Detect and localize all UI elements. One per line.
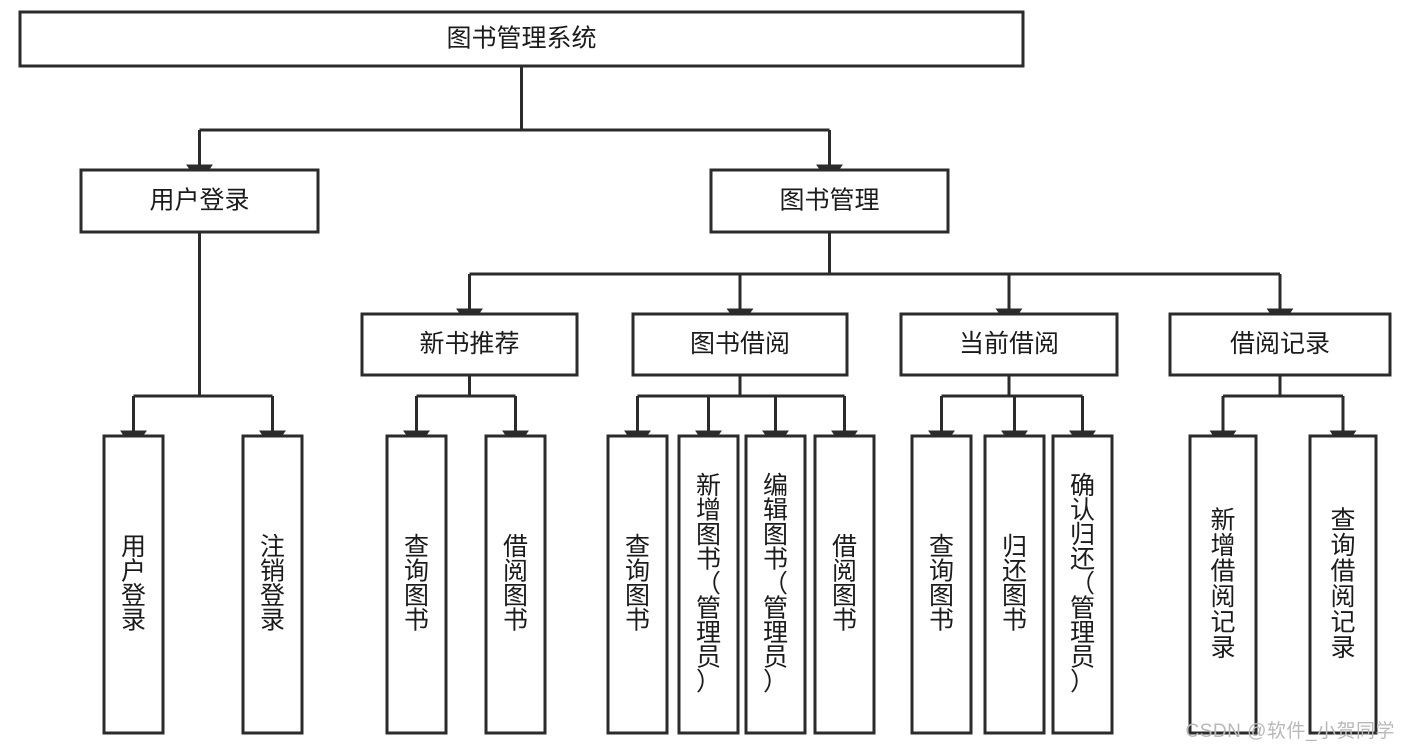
node-root[interactable]: 图书管理系统 [18,10,1025,68]
node-label-leaf-query-book-3: 查询图书 [929,533,954,634]
node-box-current-borrow [899,312,1119,377]
connector-group-borrow-record [1209,375,1357,450]
node-box-leaf-borrow-book-1 [484,434,547,735]
node-label-leaf-logout: 注销登录 [260,533,285,634]
node-current-borrow[interactable]: 当前借阅 [899,312,1119,377]
node-box-user-login [79,168,320,234]
node-box-root [18,10,1025,68]
node-label-leaf-query-record: 查询借阅记录 [1330,507,1355,663]
node-leaf-query-book-2[interactable]: 查询图书 [606,434,669,735]
node-leaf-query-book-1[interactable]: 查询图书 [385,434,448,735]
node-box-book-borrow [631,312,849,377]
node-label-borrow-record: 借阅记录 [1230,330,1330,358]
node-book-manage[interactable]: 图书管理 [709,168,950,234]
node-leaf-query-book-3[interactable]: 查询图书 [910,434,973,735]
node-label-user-login: 用户登录 [149,187,249,215]
node-borrow-record[interactable]: 借阅记录 [1168,312,1392,377]
node-box-leaf-edit-book [744,434,807,735]
connector-group-user-login [120,232,286,450]
node-label-leaf-query-book-1: 查询图书 [404,533,429,634]
nodes-layer: 图书管理系统用户登录图书管理新书推荐图书借阅当前借阅借阅记录用户登录注销登录查询… [18,10,1392,735]
node-leaf-confirm-return[interactable]: 确认归还（管理员） [1051,434,1114,735]
node-box-leaf-query-book-3 [910,434,973,735]
node-box-leaf-user-login [102,434,165,735]
connector-group-current-borrow [928,375,1096,450]
node-leaf-borrow-book-1[interactable]: 借阅图书 [484,434,547,735]
node-box-leaf-add-book [677,434,740,735]
node-label-leaf-user-login: 用户登录 [121,533,146,634]
node-label-leaf-confirm-return: 确认归还（管理员） [1070,472,1095,696]
connector-group-book-borrow [624,375,858,450]
node-new-book-rec[interactable]: 新书推荐 [360,312,579,377]
node-box-new-book-rec [360,312,579,377]
node-leaf-add-record[interactable]: 新增借阅记录 [1188,434,1258,735]
node-label-leaf-return-book: 归还图书 [1002,533,1027,634]
node-book-borrow[interactable]: 图书借阅 [631,312,849,377]
node-box-leaf-return-book [983,434,1046,735]
node-leaf-logout[interactable]: 注销登录 [241,434,304,735]
node-box-leaf-add-record [1188,434,1258,735]
node-label-new-book-rec: 新书推荐 [419,330,519,358]
node-box-leaf-confirm-return [1051,434,1114,735]
node-label-leaf-add-record: 新增借阅记录 [1210,507,1235,663]
node-leaf-add-book[interactable]: 新增图书（管理员） [677,434,740,735]
node-leaf-borrow-book-2[interactable]: 借阅图书 [813,434,876,735]
node-leaf-query-record[interactable]: 查询借阅记录 [1308,434,1378,735]
node-box-leaf-query-book-2 [606,434,669,735]
node-label-leaf-edit-book: 编辑图书（管理员） [763,472,788,696]
node-user-login[interactable]: 用户登录 [79,168,320,234]
node-leaf-edit-book[interactable]: 编辑图书（管理员） [744,434,807,735]
node-label-leaf-borrow-book-1: 借阅图书 [503,533,528,634]
node-label-root: 图书管理系统 [446,25,596,53]
node-box-leaf-query-book-1 [385,434,448,735]
connector-group-book-manage [456,232,1294,328]
node-label-book-borrow: 图书借阅 [690,330,790,358]
connectors-layer [120,66,1357,450]
node-box-leaf-query-record [1308,434,1378,735]
node-leaf-return-book[interactable]: 归还图书 [983,434,1046,735]
node-box-book-manage [709,168,950,234]
node-box-leaf-logout [241,434,304,735]
connector-group-new-book-rec [403,375,529,450]
node-box-borrow-record [1168,312,1392,377]
node-label-leaf-borrow-book-2: 借阅图书 [832,533,857,634]
node-label-leaf-add-book: 新增图书（管理员） [696,472,721,696]
node-label-book-manage: 图书管理 [779,187,879,215]
connector-group-root [186,66,843,184]
node-box-leaf-borrow-book-2 [813,434,876,735]
node-leaf-user-login[interactable]: 用户登录 [102,434,165,735]
node-label-current-borrow: 当前借阅 [959,330,1059,358]
node-label-leaf-query-book-2: 查询图书 [625,533,650,634]
